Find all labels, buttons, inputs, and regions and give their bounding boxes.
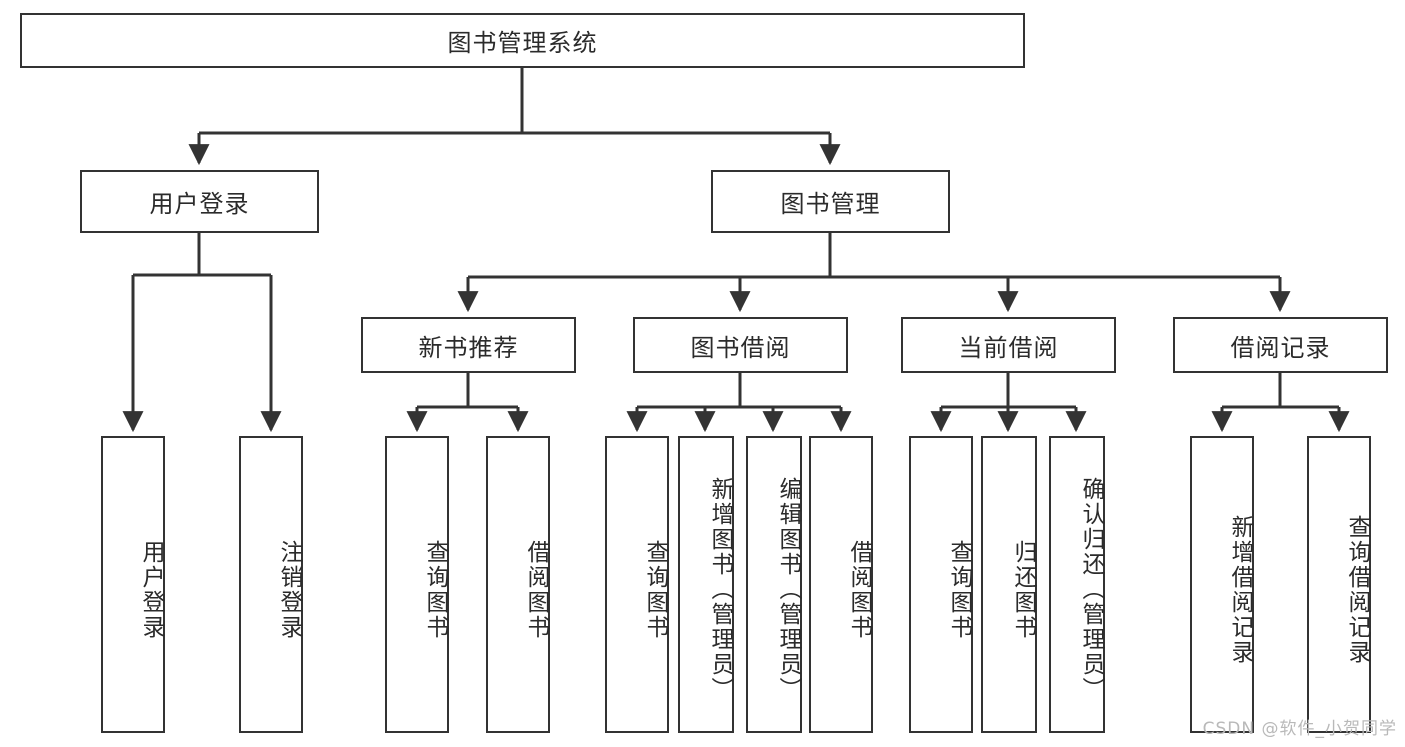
node-label: 图书借阅 bbox=[690, 333, 791, 362]
leaf-add-book-admin[interactable]: 新增图书（管理员） bbox=[678, 436, 734, 733]
node-label: 新增借阅记录 bbox=[1227, 514, 1253, 665]
leaf-user-login[interactable]: 用户登录 bbox=[101, 436, 165, 733]
node-label: 确认归还（管理员） bbox=[1078, 477, 1104, 702]
node-label: 图书管理 bbox=[780, 190, 881, 218]
leaf-return-book[interactable]: 归还图书 bbox=[981, 436, 1037, 733]
node-label: 查询借阅记录 bbox=[1344, 514, 1370, 665]
leaf-query-book-3[interactable]: 查询图书 bbox=[909, 436, 973, 733]
node-label: 查询图书 bbox=[946, 539, 972, 640]
leaf-confirm-return-admin[interactable]: 确认归还（管理员） bbox=[1049, 436, 1105, 733]
node-label: 归还图书 bbox=[1010, 539, 1036, 640]
node-label: 用户登录 bbox=[149, 190, 250, 218]
node-user-login[interactable]: 用户登录 bbox=[80, 170, 319, 233]
leaf-query-borrow-record[interactable]: 查询借阅记录 bbox=[1307, 436, 1371, 733]
leaf-borrow-book-1[interactable]: 借阅图书 bbox=[486, 436, 550, 733]
node-new-book-recommend[interactable]: 新书推荐 bbox=[361, 317, 576, 373]
leaf-logout-login[interactable]: 注销登录 bbox=[239, 436, 303, 733]
node-borrow-record[interactable]: 借阅记录 bbox=[1173, 317, 1388, 373]
node-label: 编辑图书（管理员） bbox=[775, 477, 801, 702]
node-book-manage[interactable]: 图书管理 bbox=[711, 170, 950, 233]
node-label: 用户登录 bbox=[138, 539, 164, 640]
leaf-query-book-2[interactable]: 查询图书 bbox=[605, 436, 669, 733]
node-label: 新增图书（管理员） bbox=[707, 477, 733, 702]
csdn-watermark: CSDN @软件_小贺同学 bbox=[1202, 719, 1397, 739]
node-label: 查询图书 bbox=[422, 539, 448, 640]
node-label: 查询图书 bbox=[642, 539, 668, 640]
leaf-edit-book-admin[interactable]: 编辑图书（管理员） bbox=[746, 436, 802, 733]
node-label: 注销登录 bbox=[276, 539, 302, 640]
leaf-query-book-1[interactable]: 查询图书 bbox=[385, 436, 449, 733]
node-label: 借阅图书 bbox=[523, 539, 549, 640]
leaf-borrow-book-2[interactable]: 借阅图书 bbox=[809, 436, 873, 733]
node-label: 图书管理系统 bbox=[447, 29, 598, 57]
node-book-borrow[interactable]: 图书借阅 bbox=[633, 317, 848, 373]
node-label: 借阅记录 bbox=[1230, 333, 1331, 362]
node-book-management-system[interactable]: 图书管理系统 bbox=[20, 13, 1025, 68]
node-label: 当前借阅 bbox=[958, 333, 1059, 362]
leaf-add-borrow-record[interactable]: 新增借阅记录 bbox=[1190, 436, 1254, 733]
node-label: 借阅图书 bbox=[846, 539, 872, 640]
node-current-borrow[interactable]: 当前借阅 bbox=[901, 317, 1116, 373]
node-label: 新书推荐 bbox=[418, 333, 519, 362]
